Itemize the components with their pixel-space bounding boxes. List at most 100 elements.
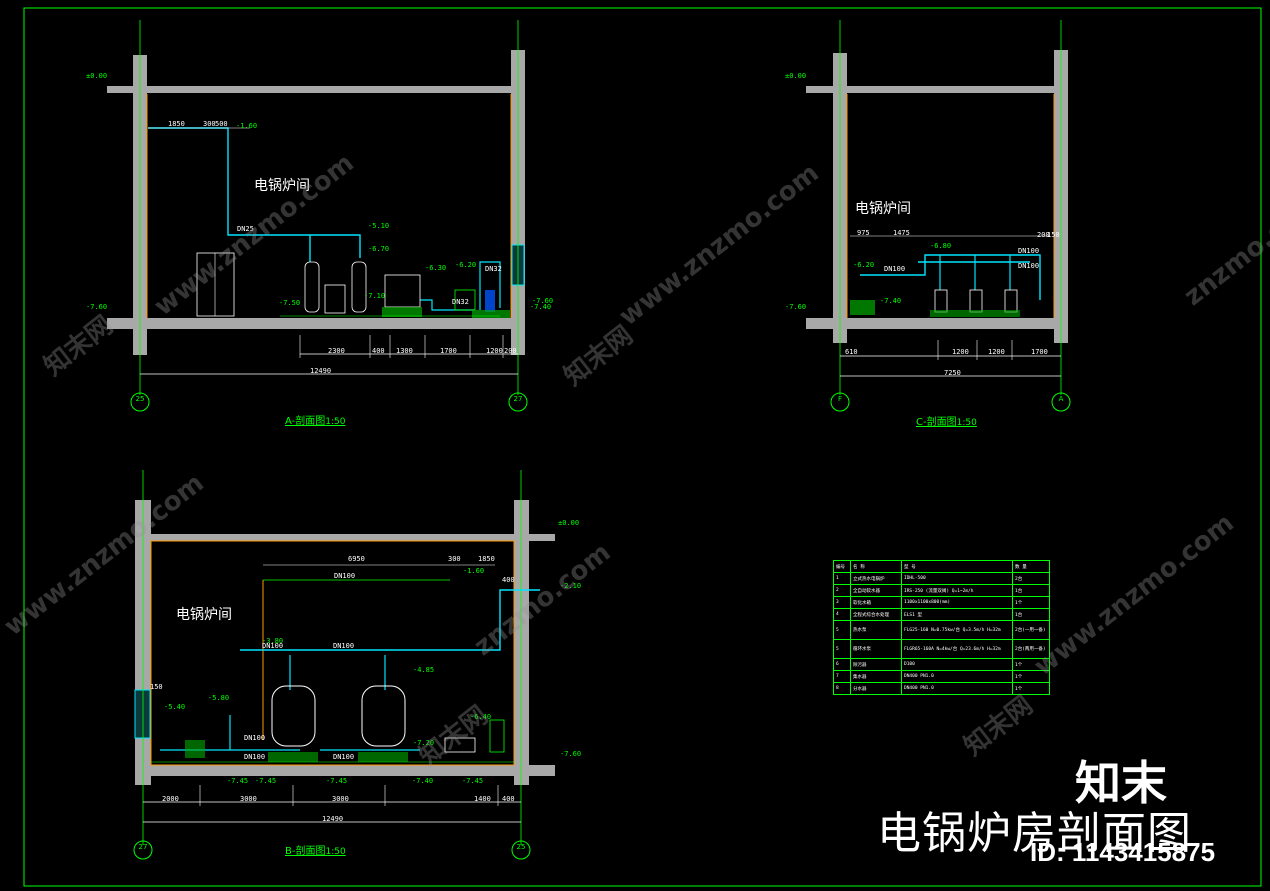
section-c-level: -6.80 — [930, 242, 952, 250]
section-c-pipe-label: DN100 — [1018, 247, 1040, 255]
table-cell: 2台 — [1012, 572, 1050, 585]
table-cell: 2台(一用一备) — [1012, 620, 1050, 640]
section-b-dim: 3000 — [240, 795, 257, 803]
section-b-top-dim: 300 — [448, 555, 461, 563]
table-cell: 分水器 — [850, 682, 902, 695]
section-b-level: -6.40 — [470, 713, 492, 721]
table-cell: 立式热水电锅炉 — [850, 572, 902, 585]
section-b-dim: 3000 — [332, 795, 349, 803]
section-a-top-dim: 1850 — [168, 120, 185, 128]
section-b-pipe-label: DN100 — [333, 642, 355, 650]
section-c-level: -6.20 — [853, 261, 875, 269]
drawing-title: 电锅炉房剖面图 — [877, 808, 1192, 859]
section-b-top-dim: 1850 — [478, 555, 495, 563]
section-c-pipe-label: DN100 — [1018, 262, 1040, 270]
section-a-level: -6.20 — [455, 261, 477, 269]
table-cell: ELS1 型 — [901, 608, 1013, 621]
section-a-pipe-label: DN32 — [485, 265, 502, 273]
section-c-room-label: 电锅炉间 — [855, 201, 911, 217]
section-a-room-label: 电锅炉间 — [254, 178, 310, 194]
section-b-dim: 400 — [502, 795, 515, 803]
table-cell: 1台 — [1012, 584, 1050, 597]
section-c-dim: 1200 — [952, 348, 969, 356]
section-a-total-dim: 12490 — [310, 367, 332, 375]
section-b-dim: 2000 — [162, 795, 179, 803]
section-a-level: -7.10 — [364, 292, 386, 300]
table-cell: 7 — [833, 670, 851, 683]
section-a-level: -7.40 — [530, 303, 552, 311]
section-a-level: -7.60 — [532, 297, 554, 305]
section-a-level: ±0.00 — [86, 72, 108, 80]
table-cell: 3 — [833, 596, 851, 609]
table-cell: 软化水箱 — [850, 596, 902, 609]
section-b-level: -7.60 — [560, 750, 582, 758]
section-b-level: -7.45 — [227, 777, 249, 785]
section-b-dim: 1400 — [474, 795, 491, 803]
section-b-level: -4.85 — [413, 666, 435, 674]
section-a-pipe-label: DN32 — [452, 298, 469, 306]
section-c-title: C-剖面图1:50 — [916, 417, 977, 428]
table-cell: 6 — [833, 658, 851, 671]
section-c-grid-label: A — [1058, 395, 1064, 403]
section-a-level: -6.70 — [368, 245, 390, 253]
table-cell: 5 — [833, 639, 851, 659]
table-header-cell: 数 量 — [1012, 560, 1050, 573]
section-c-top-dim: 200 — [1037, 231, 1050, 239]
table-cell: IDHL-500 — [901, 572, 1013, 585]
section-b-level: -7.45 — [462, 777, 484, 785]
section-b-level: -7.45 — [255, 777, 277, 785]
section-a-dim: 2300 — [328, 347, 345, 355]
section-c-level: ±0.00 — [785, 72, 807, 80]
section-b-level: -5.80 — [208, 694, 230, 702]
section-a-level: -5.10 — [368, 222, 390, 230]
table-cell: 全程式综合水处理 — [850, 608, 902, 621]
section-b-level: -5.40 — [164, 703, 186, 711]
section-a-grid-label: 25 — [135, 395, 145, 403]
table-cell: 1台 — [1012, 608, 1050, 621]
section-a-top-dim: 300 — [203, 120, 216, 128]
section-b-title: B-剖面图1:50 — [285, 846, 346, 857]
table-cell: IRS-250 (流量双阀) Q=1~2m/h — [901, 584, 1013, 597]
table-header-cell: 编号 — [833, 560, 851, 573]
section-b-level: -7.40 — [412, 777, 434, 785]
section-a-top-dim: 500 — [215, 120, 228, 128]
section-b-grid-label: 25 — [516, 843, 526, 851]
section-a-level: -1.60 — [236, 122, 258, 130]
section-b-level: -3.80 — [262, 637, 284, 645]
table-cell: 集水器 — [850, 670, 902, 683]
section-a-pipe-label: DN25 — [237, 225, 254, 233]
section-b-top-dim: 6950 — [348, 555, 365, 563]
table-cell: FLGR65-160A N=4kw/台 Q=23.6m/h H=32m — [901, 639, 1013, 659]
section-b-grid-label: 27 — [138, 843, 148, 851]
section-c-top-dim: 975 — [857, 229, 870, 237]
section-c-level: -7.60 — [785, 303, 807, 311]
table-cell: 循环水泵 — [850, 639, 902, 659]
table-cell: 1 — [833, 572, 851, 585]
section-a-dim: 400 — [372, 347, 385, 355]
section-a-dim: 1700 — [440, 347, 457, 355]
section-b-level: -1.60 — [463, 567, 485, 575]
section-c-top-dim: 150 — [1047, 231, 1060, 239]
section-c-dim: 610 — [845, 348, 858, 356]
table-cell: 4 — [833, 608, 851, 621]
section-c-top-dim: 1475 — [893, 229, 910, 237]
section-b-level: ±0.00 — [558, 519, 580, 527]
section-b-pipe-label: DN100 — [244, 753, 266, 761]
section-c-level: -7.40 — [880, 297, 902, 305]
section-a-level: -7.50 — [279, 299, 301, 307]
table-cell: 2 — [833, 584, 851, 597]
section-b-pipe-label: DN100 — [262, 642, 284, 650]
section-a-level: -7.60 — [86, 303, 108, 311]
